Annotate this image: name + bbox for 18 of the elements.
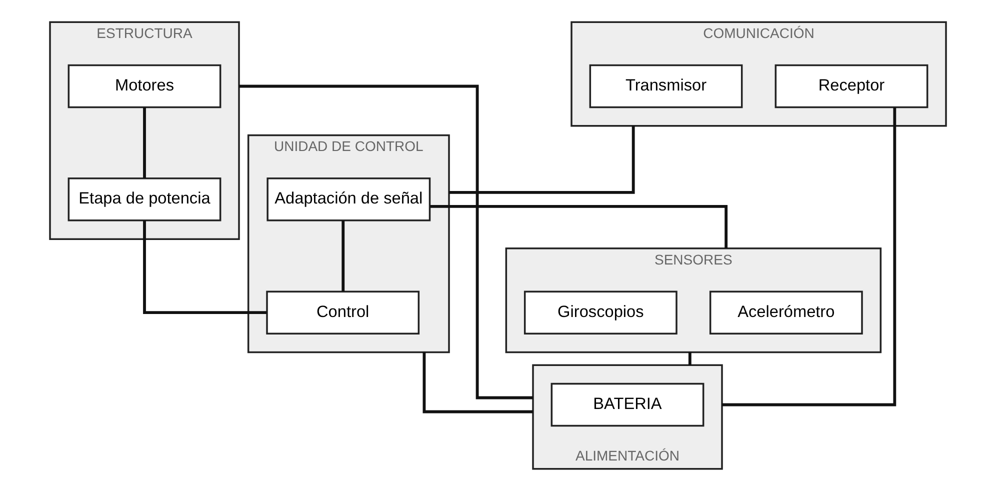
node-box: Receptor [774, 64, 928, 108]
node-box: Acelerómetro [708, 290, 862, 334]
node-box: Control [266, 290, 420, 334]
connector [142, 108, 146, 178]
node-box: Giroscopios [523, 290, 677, 334]
node-box: Adaptación de señal [266, 178, 430, 222]
connector [430, 204, 728, 248]
node-box: Motores [67, 64, 221, 108]
node-box: Etapa de potencia [67, 178, 221, 222]
node-box: BATERIA [550, 382, 704, 427]
connector [688, 352, 691, 366]
connector [722, 108, 896, 406]
node-box: Transmisor [588, 64, 742, 108]
connector [448, 126, 634, 194]
connector [238, 84, 532, 400]
connector [341, 220, 344, 292]
connector [142, 220, 266, 314]
connector [422, 352, 532, 414]
